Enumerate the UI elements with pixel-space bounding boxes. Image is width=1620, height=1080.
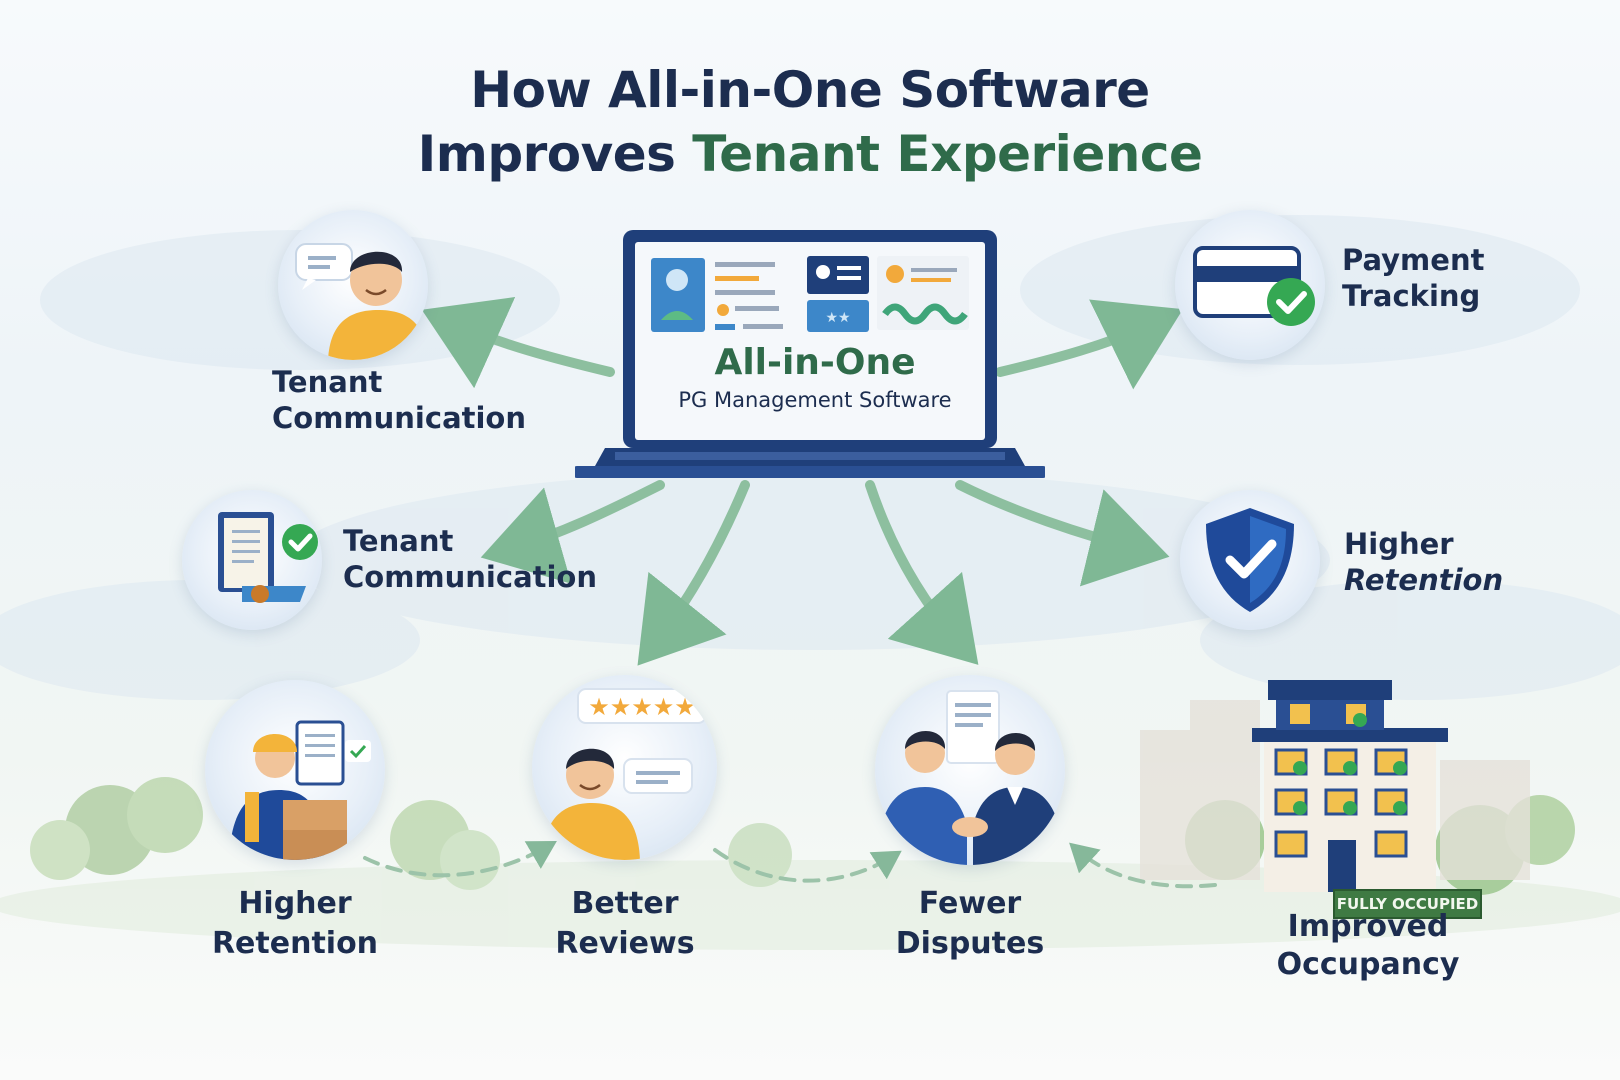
chat-person-icon: [295, 243, 428, 360]
title-line-1: How All-in-One Software: [470, 61, 1150, 119]
handshake-icon: [875, 690, 1065, 865]
laptop-icon: ★★: [575, 230, 1045, 478]
node-fewer-disputes: [875, 675, 1065, 865]
svg-text:★★: ★★: [825, 310, 850, 326]
product-name: All-in-One: [714, 342, 916, 383]
product-subtitle: PG Management Software: [678, 388, 952, 412]
title-line-2-prefix: Improves: [417, 125, 693, 183]
node-tenant-communication-top: [278, 210, 428, 360]
document-check-icon: [218, 512, 318, 603]
page-title: How All-in-One Software Improves Tenant …: [0, 58, 1620, 186]
flow-arrows: [363, 840, 1217, 889]
fully-occupied-badge: FULLY OCCUPIED: [1333, 889, 1482, 919]
label-payment-tracking: Payment Tracking: [1342, 243, 1485, 313]
label-tenant-communication-mid: Tenant Communication: [343, 524, 598, 594]
connector-arrows: [421, 297, 1183, 666]
node-higher-retention-mid: [1180, 490, 1320, 630]
label-higher-retention-mid: Higher Retention: [1344, 527, 1504, 597]
title-line-2-accent: Tenant Experience: [692, 125, 1203, 183]
faded-buildings: [1140, 700, 1530, 880]
node-payment-tracking: [1175, 210, 1325, 360]
building-icon: [1252, 680, 1448, 892]
worker-delivery-icon: [229, 720, 371, 860]
label-higher-retention-bottom: Higher Retention: [211, 886, 379, 961]
node-better-reviews: ★★★★★: [532, 675, 717, 860]
payment-card-check-icon: [1193, 246, 1315, 326]
star-review-icon: ★★★★★: [542, 688, 707, 860]
node-tenant-communication-mid: [182, 490, 322, 630]
label-tenant-communication-top: Tenant Communication: [272, 365, 527, 435]
svg-text:★★★★★: ★★★★★: [588, 693, 696, 721]
shield-check-icon: [1206, 508, 1294, 612]
node-higher-retention-bottom: [205, 680, 385, 860]
label-improved-occupancy: Improved Occupancy: [1276, 909, 1460, 982]
label-fewer-disputes: Fewer Disputes: [895, 886, 1045, 961]
label-better-reviews: Better Reviews: [555, 886, 695, 961]
